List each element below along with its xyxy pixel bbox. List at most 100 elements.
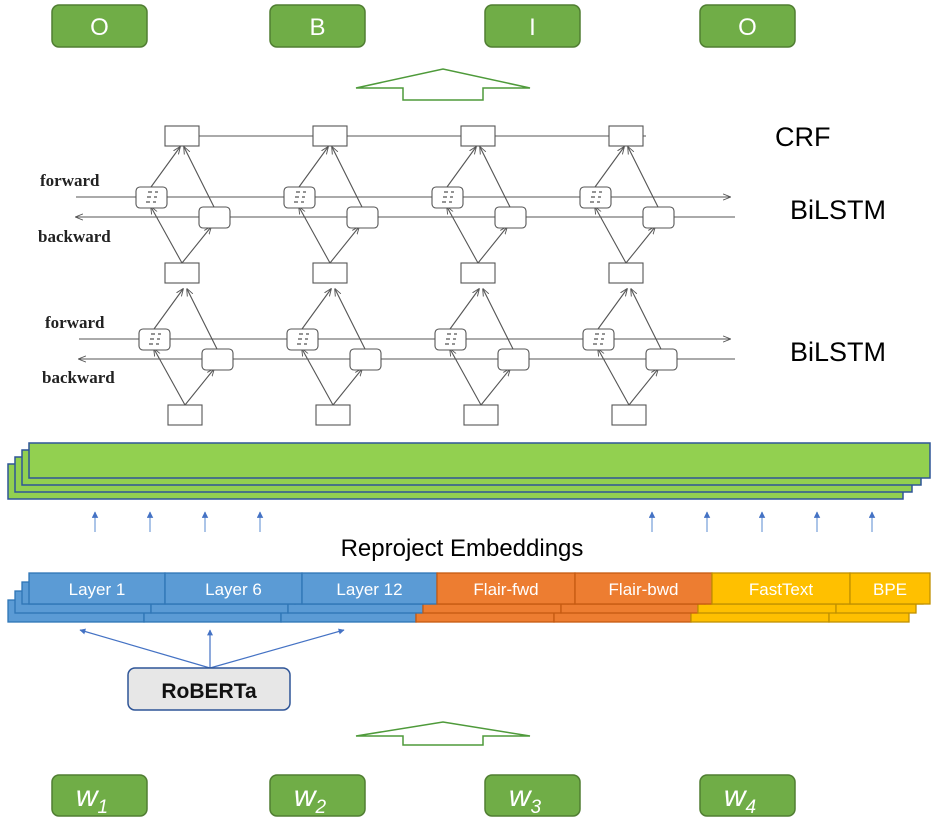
lstm-input-box — [164, 262, 200, 284]
arrow-from-input — [628, 369, 658, 406]
arrow-from-input — [332, 369, 362, 406]
backward-lstm-cell — [642, 206, 675, 229]
input-token-box — [699, 774, 796, 817]
arrow-from-input — [154, 349, 186, 406]
input-token-box — [484, 774, 581, 817]
forward-lstm-cell — [135, 186, 168, 209]
embedding-label: Layer 1 — [69, 580, 126, 599]
lstm-input-box — [463, 404, 499, 426]
embedding-label: BPE — [873, 580, 907, 599]
input-token-label: w4 — [724, 780, 756, 818]
output-tag-label: O — [738, 14, 757, 41]
roberta-box — [127, 667, 291, 711]
lstm-input-box — [460, 262, 496, 284]
arrow-from-input — [329, 227, 359, 264]
lstm-input-box — [312, 262, 348, 284]
bilstm-label-1: BiLSTM — [790, 195, 886, 225]
backward-lstm-cell — [497, 348, 530, 371]
roberta-label: RoBERTa — [161, 680, 257, 703]
forward-lstm-cell — [286, 328, 319, 351]
arrow-from-input — [450, 349, 482, 406]
output-tag-box — [484, 4, 581, 48]
arrow-to-upper — [480, 147, 511, 208]
embedding-label: Flair-fwd — [473, 580, 538, 599]
arrow-from-input — [625, 227, 655, 264]
lstm-input-box — [608, 262, 644, 284]
output-tag-box — [269, 4, 366, 48]
lstm-gate-marks — [294, 191, 306, 203]
arrow-to-upper — [298, 147, 328, 188]
lstm-input-box — [315, 404, 351, 426]
arrow-to-upper — [594, 147, 624, 188]
backward-lstm-cell — [349, 348, 382, 371]
lstm-input-box — [611, 404, 647, 426]
arrow-to-upper — [187, 289, 218, 350]
bilstm-label-2: BiLSTM — [790, 337, 886, 367]
forward-lstm-cell — [138, 328, 171, 351]
output-tag-label: O — [90, 14, 109, 41]
backward-lstm-cell — [494, 206, 527, 229]
arrow-from-input — [302, 349, 334, 406]
embedding-label: Flair-bwd — [609, 580, 679, 599]
arrow-from-input — [299, 207, 331, 264]
arrow-to-upper — [301, 289, 331, 330]
arrow-from-input — [181, 227, 211, 264]
arrow-from-input — [184, 369, 214, 406]
embedding-block-roberta — [164, 572, 303, 605]
output-tag-label: B — [309, 14, 325, 41]
backward-label: backward — [42, 368, 115, 387]
input-token-label: w3 — [509, 780, 542, 818]
embedding-label: Layer 6 — [205, 580, 262, 599]
arrow-from-input — [477, 227, 507, 264]
hollow-up-arrow-bottom — [355, 721, 531, 746]
embedding-block-static — [711, 572, 851, 605]
input-token-box — [51, 774, 148, 817]
reproject-label: Reproject Embeddings — [341, 535, 584, 562]
lstm-gate-marks — [149, 333, 161, 345]
output-tag-label: I — [529, 14, 536, 41]
arrow-from-input — [480, 369, 510, 406]
roberta-arrows — [79, 628, 345, 669]
arrow-to-upper — [631, 289, 662, 350]
input-token-box — [269, 774, 366, 817]
input-token-label: w2 — [294, 780, 327, 818]
crf-label: CRF — [775, 122, 831, 152]
backward-label: backward — [38, 227, 111, 246]
forward-lstm-cell — [582, 328, 615, 351]
forward-lstm-cell — [283, 186, 316, 209]
backward-lstm-cell — [645, 348, 678, 371]
embedding-label: FastText — [749, 580, 814, 599]
lstm-gate-marks — [297, 333, 309, 345]
arrow-to-upper — [150, 147, 180, 188]
input-tokens: w1 w2 w3 w4 — [51, 774, 796, 818]
forward-lstm-cell — [434, 328, 467, 351]
backward-lstm-cell — [198, 206, 231, 229]
forward-lstm-cell — [579, 186, 612, 209]
backward-lstm-cell — [346, 206, 379, 229]
arrow-to-upper — [483, 289, 514, 350]
output-tag-box — [699, 4, 796, 48]
arrow-to-upper — [446, 147, 476, 188]
embedding-block-roberta — [28, 572, 166, 605]
arrow-from-input — [595, 207, 627, 264]
arrow-to-upper — [153, 289, 183, 330]
crf-node — [164, 125, 200, 147]
crf-node — [460, 125, 496, 147]
arrow-to-upper — [449, 289, 479, 330]
backward-lstm-cell — [201, 348, 234, 371]
arrow-to-upper — [332, 147, 363, 208]
lstm-input-box — [167, 404, 203, 426]
crf-node — [608, 125, 644, 147]
lstm-gate-marks — [442, 191, 454, 203]
forward-lstm-cell — [431, 186, 464, 209]
reprojected-embeddings-stack — [7, 442, 931, 500]
lstm-gate-marks — [445, 333, 457, 345]
embedding-block-static — [849, 572, 931, 605]
embedding-label: Layer 12 — [336, 580, 402, 599]
input-token-label: w1 — [76, 780, 108, 818]
embedding-block-roberta — [301, 572, 438, 605]
embedding-block-flair — [574, 572, 713, 605]
